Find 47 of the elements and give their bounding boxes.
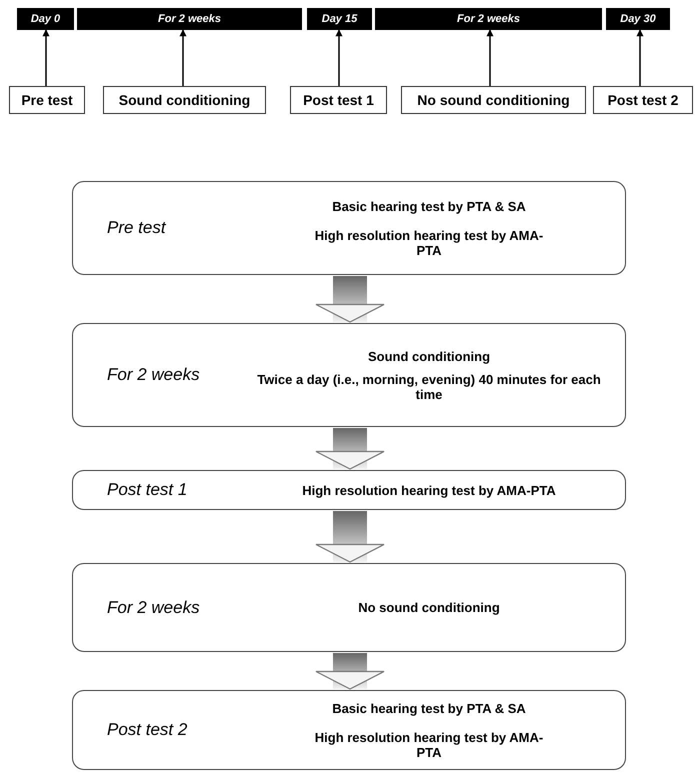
timeline-bar (606, 8, 670, 30)
stage-label: No sound conditioning (417, 92, 570, 108)
timeline-bar (77, 8, 302, 30)
step-text: Twice a day (i.e., morning, evening) 40 minutes for each time (256, 372, 602, 402)
timeline-bar (307, 8, 372, 30)
arrow (636, 29, 644, 86)
stage-label: Post test 2 (608, 92, 678, 108)
step-text: Basic hearing test by PTA & SA (332, 198, 526, 214)
stage-box (290, 86, 387, 114)
stage-label: Pre test (21, 92, 73, 108)
timeline-bar (375, 8, 602, 30)
stage-label: Post test 1 (303, 92, 374, 108)
step-title: Post test 1 (107, 480, 188, 500)
step-text: High resolution hearing test by AMA-PTA (302, 482, 556, 498)
stage-box (9, 86, 85, 114)
arrow (486, 29, 494, 86)
step-title: For 2 weeks (107, 365, 200, 385)
arrow (336, 29, 342, 86)
stage-label: For 2 weeks (158, 13, 221, 25)
step-title: For 2 weeks (107, 598, 200, 618)
stage-label: For 2 weeks (457, 13, 520, 25)
step-box (72, 323, 626, 427)
stage-label: Sound conditioning (118, 92, 250, 108)
stage-label: Day 0 (30, 13, 60, 25)
stage-box (103, 86, 266, 114)
stage-label: Day 30 (620, 13, 656, 25)
block-arrow (315, 511, 385, 563)
step-title: Pre test (107, 218, 166, 238)
block-arrow (315, 276, 385, 323)
arrow (180, 29, 186, 86)
stage-box (401, 86, 586, 114)
step-box (72, 563, 626, 652)
step-text: Sound conditioning (368, 348, 490, 364)
stage-box (593, 86, 693, 114)
block-arrow (315, 653, 385, 690)
arrow (42, 29, 50, 86)
step-text: High resolution hearing test by AMA-PTA (314, 228, 544, 258)
block-arrow (315, 428, 385, 470)
step-box (72, 470, 626, 510)
step-box (72, 181, 626, 275)
step-box (72, 690, 626, 770)
timeline-bar (17, 8, 74, 30)
step-text: Basic hearing test by PTA & SA (332, 700, 526, 716)
step-title: Post test 2 (107, 720, 188, 740)
stage-label: Day 15 (322, 13, 358, 25)
step-text: No sound conditioning (358, 600, 500, 615)
step-text: High resolution hearing test by AMA-PTA (314, 730, 544, 760)
